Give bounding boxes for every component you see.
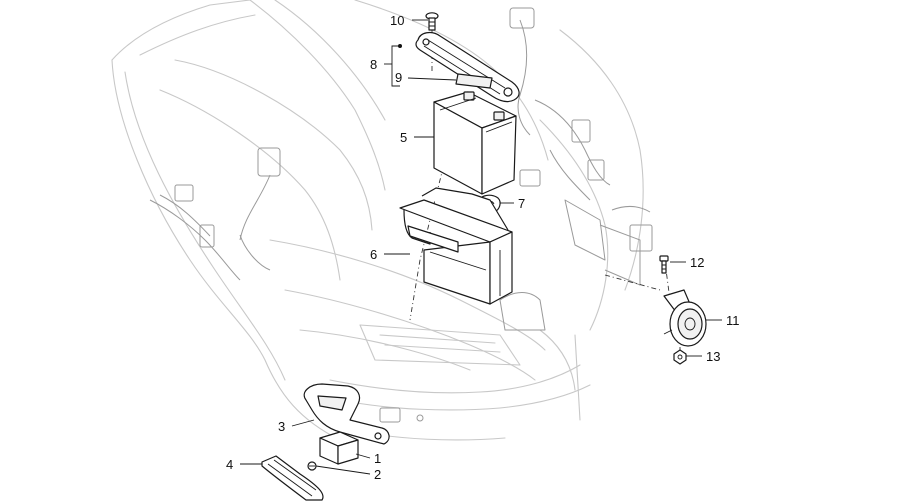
part-9-pad	[455, 73, 493, 89]
callout-2: 2	[374, 467, 381, 482]
part-5-battery	[433, 91, 517, 195]
part-4-cover	[261, 455, 324, 501]
part-12-bolt	[659, 255, 669, 274]
callout-4: 4	[226, 457, 233, 472]
callout-13: 13	[706, 349, 720, 364]
callout-7: 7	[518, 196, 525, 211]
callout-labels: 10 8 9 5 7 6 12 11 13 3 1 2 4	[226, 13, 740, 482]
callout-12: 12	[690, 255, 704, 270]
callout-3: 3	[278, 419, 285, 434]
part-3-bracket	[303, 383, 390, 445]
part-13-nut	[673, 349, 687, 365]
callout-9: 9	[395, 70, 402, 85]
callout-8: 8	[370, 57, 377, 72]
part-6-battery-box	[399, 187, 513, 305]
part-8-battery-strap	[415, 31, 520, 103]
part-10-screw	[425, 12, 439, 31]
callout-6: 6	[370, 247, 377, 262]
scooter-frame-outline	[111, 0, 653, 441]
part-11-horn	[663, 289, 707, 347]
callout-10: 10	[390, 13, 404, 28]
part-1-module	[319, 431, 359, 465]
callout-11: 11	[726, 313, 740, 328]
part-2-screw	[307, 461, 317, 471]
leader-lines	[240, 19, 722, 475]
callout-1: 1	[374, 451, 381, 466]
callout-5: 5	[400, 130, 407, 145]
